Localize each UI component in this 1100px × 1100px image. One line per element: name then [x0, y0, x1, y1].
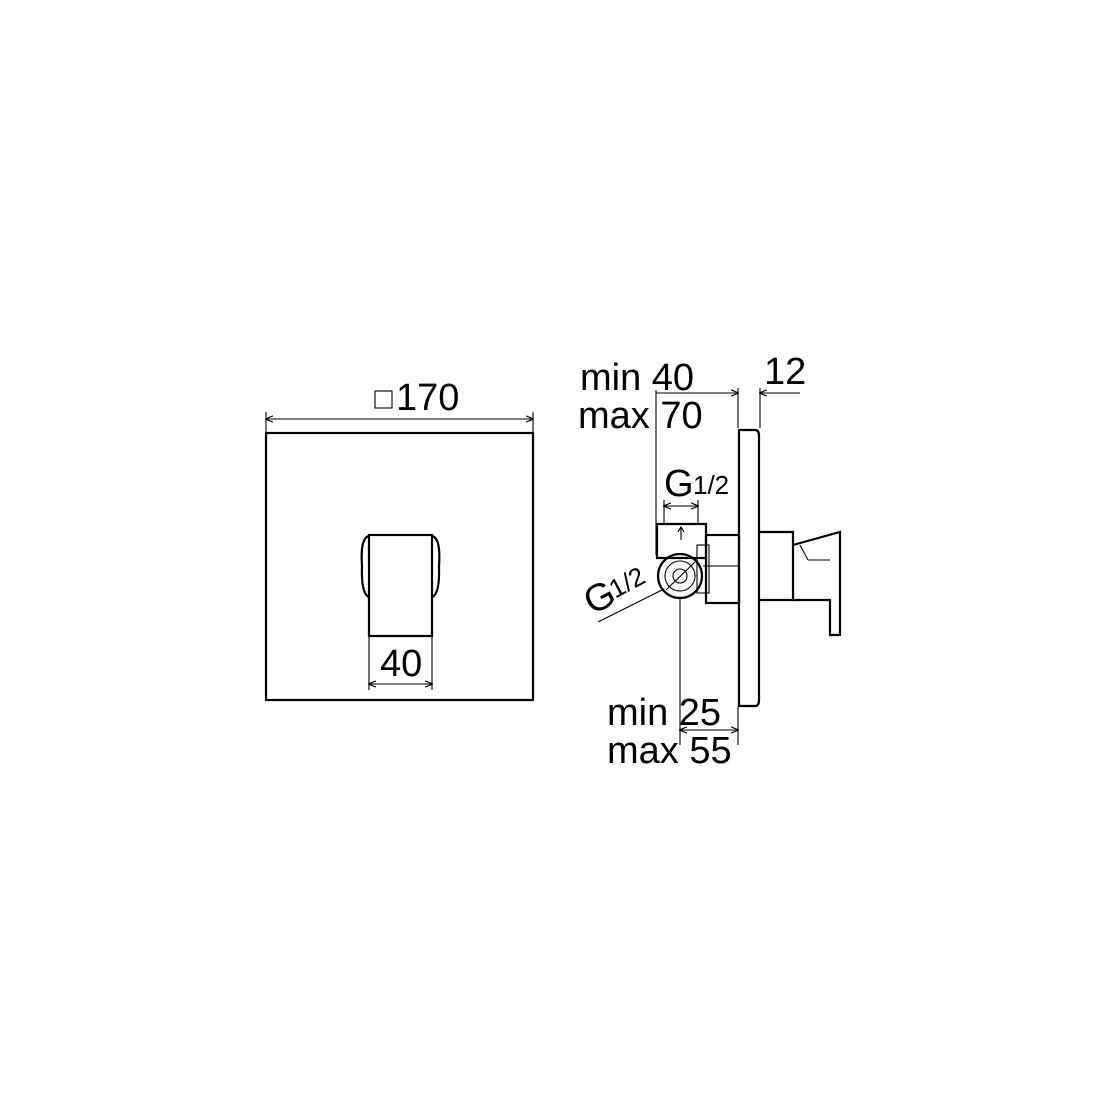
axis-min-label: min 25 — [607, 692, 721, 734]
side-thread-leader — [597, 588, 665, 623]
cover-plate-profile — [737, 428, 761, 708]
handle-width-label: 40 — [380, 643, 422, 685]
side-thread-label: G 1/2 — [577, 561, 650, 624]
inlet-arrowhead-icon — [677, 525, 685, 533]
axis-max-label: max 55 — [607, 730, 732, 772]
side-view: min 40 max 70 12 G 1/2 — [577, 351, 842, 772]
valve-collar — [696, 544, 710, 594]
top-thread-label-g: G — [664, 463, 694, 505]
cover-plate — [264, 431, 535, 702]
outlet-cross-line — [665, 561, 696, 591]
outlet-middle-circle — [664, 560, 696, 592]
handle-lever — [367, 533, 434, 638]
depth-max-label: max 70 — [578, 395, 703, 437]
handle-lever-profile — [792, 530, 842, 637]
plate-thickness-label: 12 — [764, 351, 806, 393]
outlet-inner-circle — [672, 568, 688, 584]
handle-shade-line — [799, 544, 809, 561]
handle-base-left — [360, 534, 370, 599]
handle-hub — [759, 530, 795, 602]
handle-base-right — [431, 534, 441, 599]
depth-min-label: min 40 — [580, 357, 694, 399]
top-thread-label-fraction: 1/2 — [693, 470, 729, 500]
width-label: 170 — [396, 377, 459, 419]
front-view: 170 40 — [264, 377, 535, 702]
valve-body — [704, 533, 741, 605]
square-symbol-icon — [374, 390, 393, 409]
